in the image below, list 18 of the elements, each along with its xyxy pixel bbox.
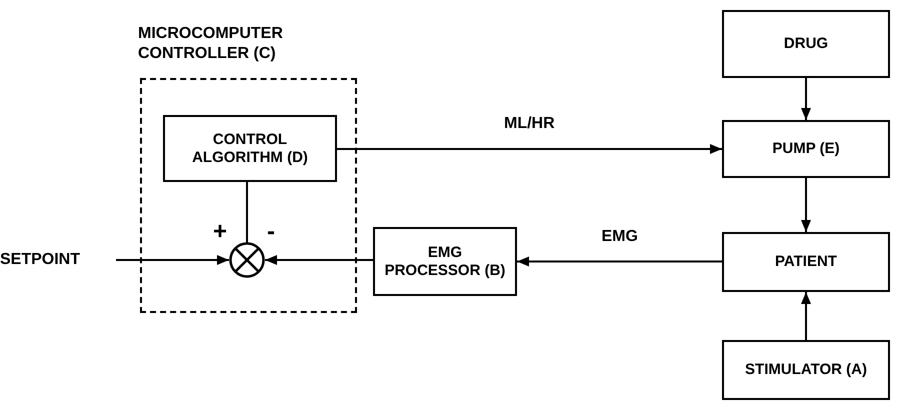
arrow	[337, 144, 722, 154]
arrow	[265, 255, 373, 265]
sign-label: +	[213, 220, 228, 244]
arrow	[801, 292, 811, 340]
process-box: PATIENT	[722, 232, 890, 292]
sign-label: -	[267, 220, 275, 244]
arrow	[801, 78, 811, 120]
arrow	[116, 255, 229, 265]
arrow	[801, 178, 811, 232]
group-heading: MICROCOMPUTER CONTROLLER (C)	[138, 24, 284, 64]
process-box: EMG PROCESSOR (B)	[373, 227, 517, 296]
process-box: CONTROL ALGORITHM (D)	[163, 115, 337, 182]
arrow	[517, 256, 722, 266]
connector-line	[246, 182, 248, 243]
input-label: SETPOINT	[0, 246, 116, 274]
process-box: PUMP (E)	[722, 120, 890, 178]
process-box: STIMULATOR (A)	[722, 340, 890, 400]
process-box: DRUG	[722, 10, 890, 78]
